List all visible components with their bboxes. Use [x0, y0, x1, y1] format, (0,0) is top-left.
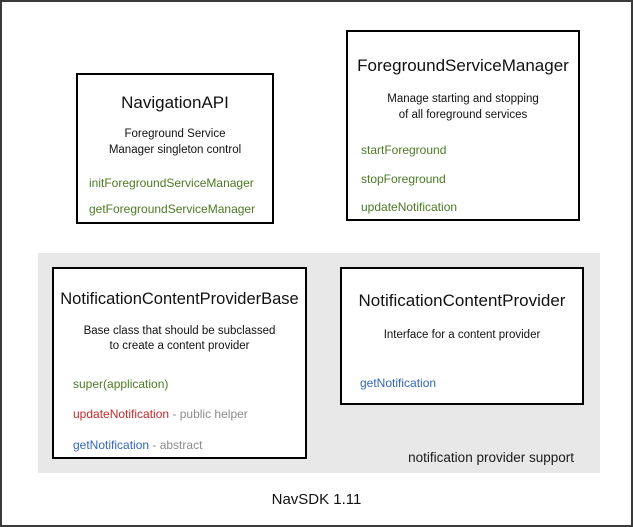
member-name: getForegroundServiceManager: [89, 201, 256, 216]
member-name: super(application): [73, 376, 169, 391]
class-member: getNotification: [360, 376, 582, 390]
class-box-foreground-service-manager[interactable]: ForegroundServiceManager Manage starting…: [346, 30, 580, 221]
member-name: initForegroundServiceManager: [89, 176, 254, 191]
class-box-navigation-api[interactable]: NavigationAPI Foreground Service Manager…: [76, 73, 274, 224]
class-description-line: to create a content provider: [109, 340, 250, 353]
class-member: getNotification - abstract: [73, 438, 305, 452]
class-member: updateNotification: [361, 200, 578, 214]
class-description-line: Manager singleton control: [108, 143, 242, 156]
member-name: updateNotification: [361, 200, 458, 215]
class-description-line: Foreground Service: [124, 128, 226, 141]
class-title: ForegroundServiceManager: [357, 56, 569, 75]
class-member-list: getNotification: [342, 376, 582, 390]
class-member: super(application): [73, 377, 305, 391]
class-member: startForeground: [361, 143, 578, 157]
class-title: NotificationContentProvider: [358, 291, 566, 310]
class-description-line: Manage starting and stopping: [387, 93, 539, 106]
class-member-list: startForeground stopForeground updateNot…: [348, 143, 578, 214]
class-title: NavigationAPI: [121, 93, 229, 112]
member-name: getNotification: [360, 375, 437, 390]
class-description: Foreground Service Manager singleton con…: [78, 127, 272, 158]
class-description: Manage starting and stopping of all fore…: [348, 92, 578, 123]
member-name: startForeground: [361, 143, 447, 158]
diagram-footer-label: NavSDK 1.11: [271, 491, 362, 508]
member-note: - abstract: [149, 437, 203, 452]
class-description-line: Interface for a content provider: [383, 329, 541, 342]
group-panel-label: notification provider support: [408, 450, 574, 465]
member-name: stopForeground: [361, 171, 446, 186]
class-member: initForegroundServiceManager: [89, 176, 272, 190]
class-member: getForegroundServiceManager: [89, 202, 272, 216]
class-description: Interface for a content provider: [342, 328, 582, 344]
member-name: updateNotification: [73, 407, 170, 422]
class-box-notification-content-provider-base[interactable]: NotificationContentProviderBase Base cla…: [52, 267, 307, 459]
member-name: getNotification: [73, 437, 150, 452]
class-title: NotificationContentProviderBase: [60, 290, 299, 308]
class-member-list: super(application) updateNotification - …: [54, 377, 305, 452]
class-description-line: Base class that should be subclassed: [83, 324, 276, 337]
member-note: - public helper: [169, 407, 248, 422]
class-description-line: of all foreground services: [398, 108, 528, 121]
class-member: stopForeground: [361, 172, 578, 186]
class-member: updateNotification - public helper: [73, 407, 305, 421]
class-box-notification-content-provider[interactable]: NotificationContentProvider Interface fo…: [340, 267, 584, 405]
class-description: Base class that should be subclassed to …: [54, 324, 305, 355]
class-member-list: initForegroundServiceManager getForegrou…: [78, 176, 272, 216]
